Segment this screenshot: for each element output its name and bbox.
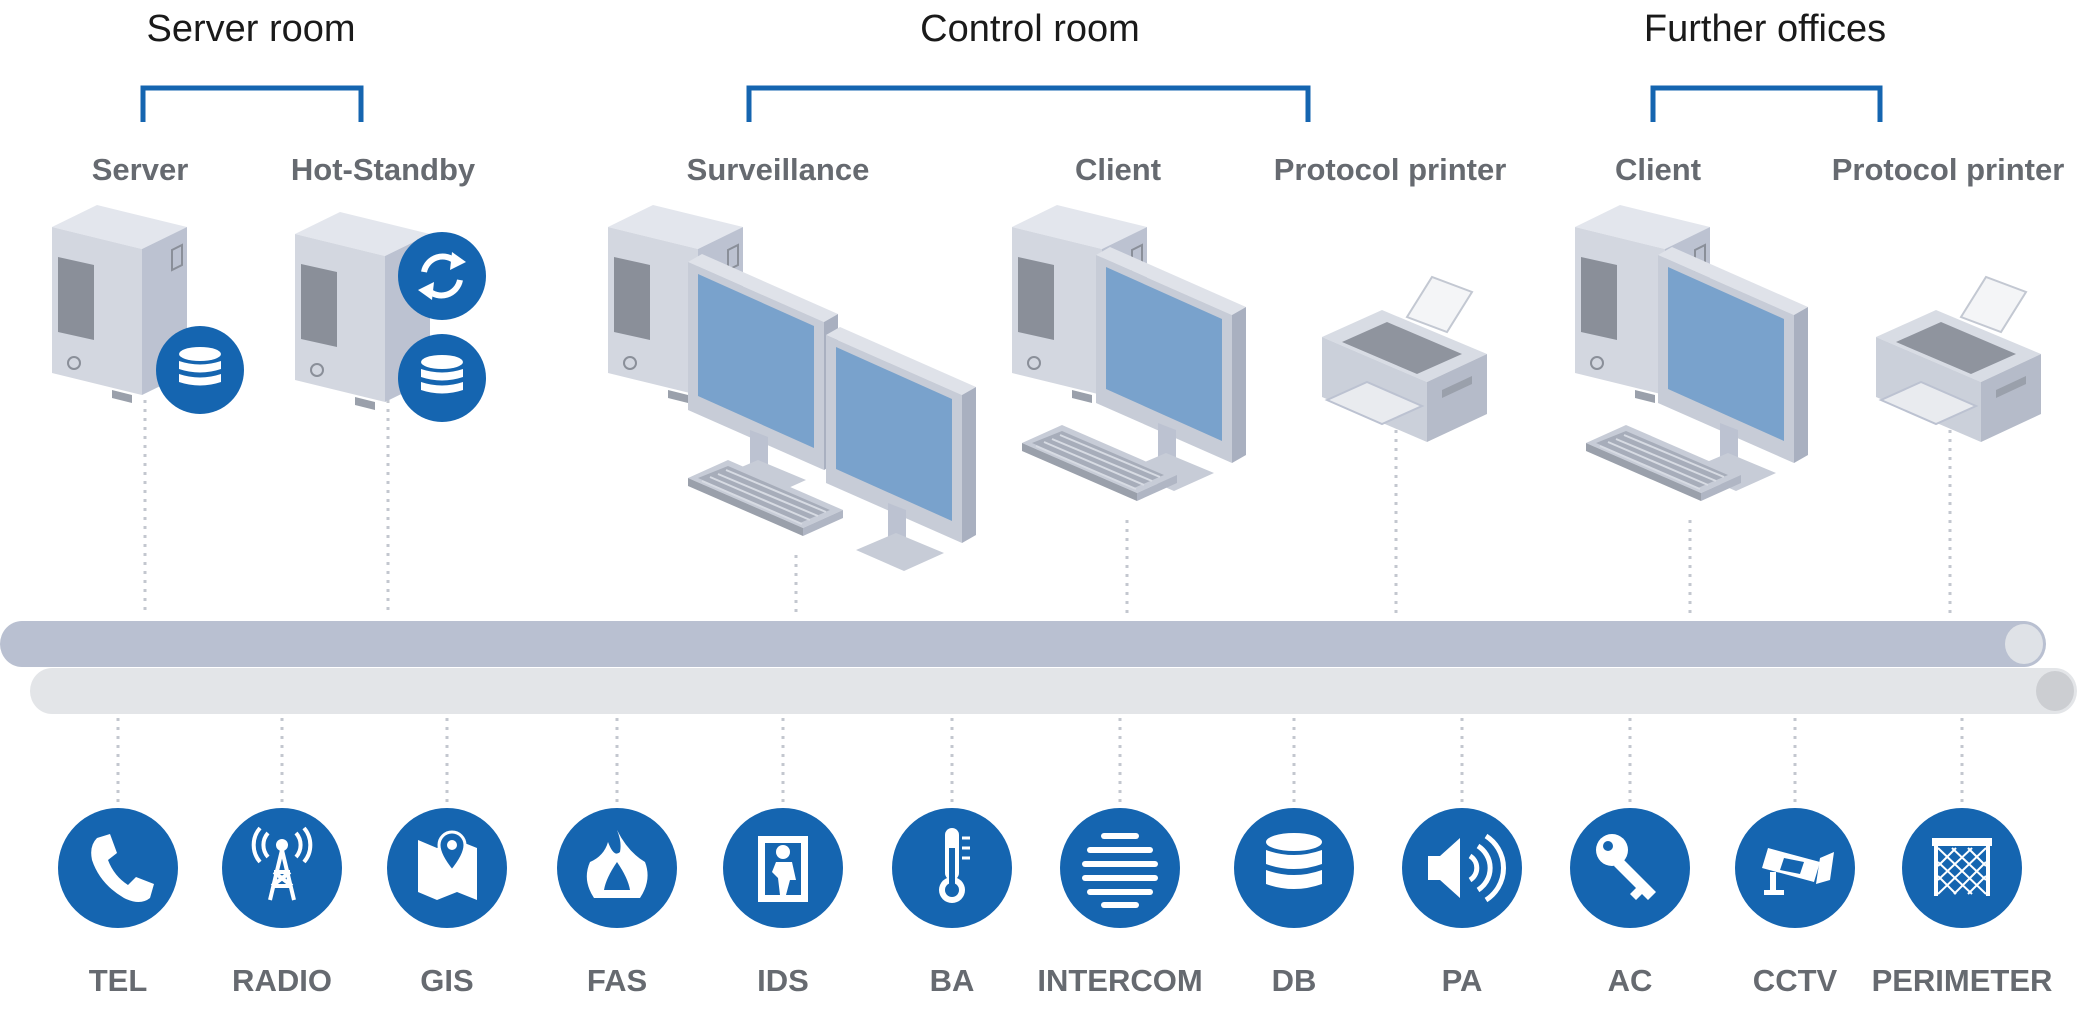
office-protocol-printer [1875, 276, 2042, 443]
radio-tower-icon [251, 826, 313, 901]
system-label-ids: IDS [757, 963, 809, 998]
device-label-surveillance: Surveillance [686, 152, 870, 187]
control-protocol-printer [1321, 276, 1488, 443]
system-icon-tel [58, 808, 178, 928]
database-icon [1266, 833, 1322, 889]
system-icon-ac [1570, 808, 1690, 928]
device-label-protocol-printer: Protocol printer [1273, 152, 1507, 187]
system-label-ac: AC [1607, 963, 1653, 998]
server-device [51, 204, 244, 414]
intruder-door-icon [758, 836, 808, 902]
database-icon [398, 334, 486, 422]
system-icon-cctv [1735, 808, 1855, 928]
cctv-camera-icon [1762, 848, 1834, 895]
map-pin-icon [418, 830, 477, 900]
system-icon-fas [557, 808, 677, 928]
device-connectors [143, 400, 1952, 615]
intercom-speaker-icon [1082, 833, 1158, 908]
device-label-hot-standby: Hot-Standby [290, 152, 476, 187]
group-title-further-offices: Further offices [1643, 8, 1887, 50]
fence-icon [1932, 838, 1992, 896]
system-label-radio: RADIO [232, 963, 332, 998]
control-client-workstation [1011, 204, 1246, 502]
network-bus [0, 621, 2077, 714]
surveillance-workstation [607, 204, 976, 571]
bracket-control-room [746, 85, 1311, 122]
phone-icon [91, 834, 154, 902]
bus-upper-pipe [0, 621, 2046, 667]
system-label-intercom: INTERCOM [1037, 963, 1203, 998]
sync-icon [398, 232, 486, 320]
hot-standby-device [294, 211, 486, 422]
system-icon-ids [723, 808, 843, 928]
system-label-fas: FAS [586, 963, 648, 998]
system-icon-ba [892, 808, 1012, 928]
thermometer-icon [939, 828, 970, 903]
loudspeaker-icon [1428, 833, 1506, 903]
system-label-ba: BA [929, 963, 975, 998]
system-icon-gis [387, 808, 507, 928]
system-icon-intercom [1060, 808, 1180, 928]
group-title-control-room: Control room [920, 8, 1140, 50]
system-label-db: DB [1271, 963, 1317, 998]
device-label-protocol-printer-office: Protocol printer [1831, 152, 2065, 187]
device-label-client-office: Client [1614, 152, 1702, 187]
group-title-server-room: Server room [146, 8, 356, 50]
key-icon [1596, 834, 1656, 900]
system-icon-pa [1402, 808, 1522, 928]
system-label-cctv: CCTV [1752, 963, 1838, 998]
database-icon [156, 326, 244, 414]
bracket-server-room [140, 85, 364, 122]
system-icon-radio [222, 808, 342, 928]
fire-icon [586, 830, 648, 898]
device-label-client: Client [1074, 152, 1162, 187]
bracket-further-offices [1650, 85, 1883, 122]
system-icon-db [1234, 808, 1354, 928]
system-label-pa: PA [1441, 963, 1483, 998]
bus-lower-pipe [30, 668, 2077, 714]
system-icon-perimeter [1902, 808, 2022, 928]
office-client-workstation [1574, 204, 1808, 502]
device-label-server: Server [91, 152, 189, 187]
system-label-tel: TEL [88, 963, 148, 998]
system-label-gis: GIS [420, 963, 474, 998]
system-label-perimeter: PERIMETER [1871, 963, 2053, 998]
system-connectors [116, 718, 1964, 810]
